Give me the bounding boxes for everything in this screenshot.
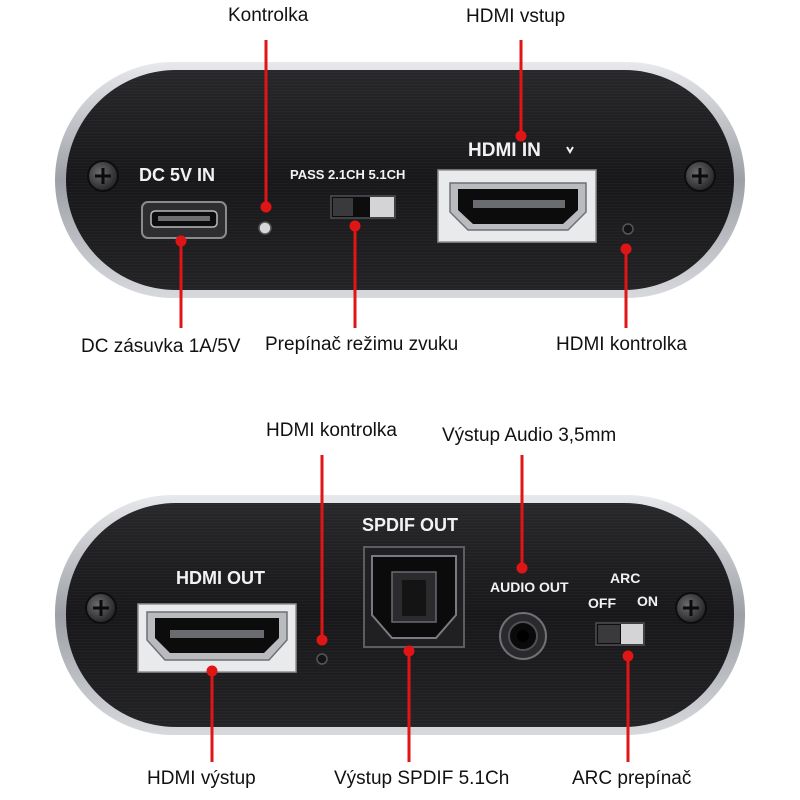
spdif-out-panel-label: SPDIF OUT — [362, 515, 458, 535]
screw-icon — [684, 160, 716, 192]
hdmi-out-panel-label: HDMI OUT — [176, 568, 265, 588]
mode-panel-label: PASS 2.1CH 5.1CH — [290, 167, 405, 182]
screw-icon — [87, 160, 119, 192]
indicator-led — [258, 221, 272, 235]
arc-panel-label: ARC — [610, 570, 640, 586]
hdmi-indicator-led — [622, 223, 634, 235]
top-device: DC 5V IN PASS 2.1CH 5.1CH HDMI IN — [55, 40, 745, 328]
dc-socket-callout: DC zásuvka 1A/5V — [81, 336, 241, 357]
spdif-output-callout: Výstup SPDIF 5.1Ch — [334, 768, 510, 789]
arc-off-panel-label: OFF — [588, 595, 616, 611]
micro-usb-port — [141, 201, 227, 239]
hdmi-indicator-callout: HDMI kontrolka — [556, 334, 687, 355]
audio-out-panel-label: AUDIO OUT — [490, 579, 569, 595]
hdmi-in-panel-label: HDMI IN — [468, 140, 541, 161]
hdmi-input-callout: HDMI vstup — [466, 6, 566, 27]
top-leader-lines — [175, 40, 632, 328]
hdmi-indicator-callout-bottom: HDMI kontrolka — [266, 420, 397, 441]
screw-icon — [675, 592, 707, 624]
bottom-leader-lines — [206, 455, 634, 762]
arc-switch-callout: ARC prepínač — [572, 768, 692, 789]
hdmi-out-indicator-led — [316, 653, 328, 665]
arc-on-panel-label: ON — [637, 593, 658, 609]
hdmi-out-port — [137, 603, 297, 673]
hdmi-in-port — [437, 169, 597, 243]
indicator-callout: Kontrolka — [228, 5, 309, 26]
dc-in-panel-label: DC 5V IN — [139, 165, 215, 185]
screw-icon — [85, 592, 117, 624]
spdif-optical-port — [363, 546, 465, 648]
mode-switch-callout: Prepínač režimu zvuku — [265, 334, 459, 355]
audio-output-callout: Výstup Audio 3,5mm — [442, 425, 617, 446]
arc-switch — [595, 622, 645, 646]
mode-switch — [330, 195, 396, 219]
bottom-device: HDMI OUT SPDIF OUT AUDIO OUT ARC OFF ON — [55, 455, 745, 762]
audio-jack-port — [499, 612, 547, 660]
hdmi-output-callout: HDMI výstup — [147, 768, 256, 789]
